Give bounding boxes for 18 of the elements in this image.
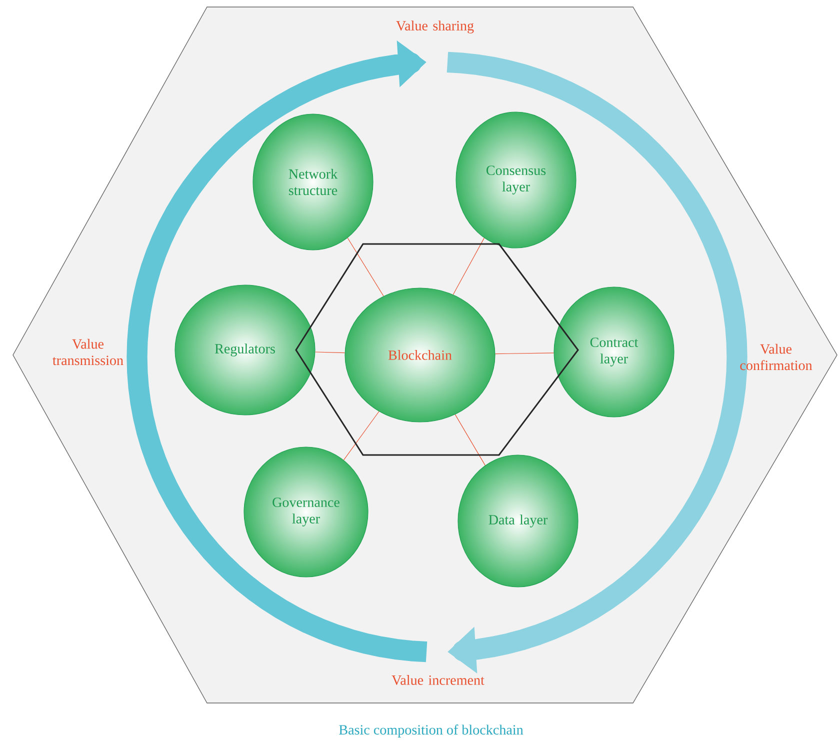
connector-line (454, 414, 486, 466)
oval-node: Blockchain (344, 288, 496, 422)
connector-line (343, 411, 380, 460)
value-label: Value transmission (52, 338, 124, 366)
connector-line (452, 238, 484, 295)
oval-node: Regulators (174, 284, 316, 416)
oval-node: Consensus layer (456, 112, 576, 248)
oval-node: Governance layer (244, 446, 368, 578)
value-label: Value confirmation (740, 344, 812, 370)
connector-line (494, 352, 554, 354)
oval-node: Contract layer (554, 286, 674, 418)
oval-node: Data layer (458, 454, 578, 588)
connector-line (347, 238, 384, 296)
value-label: Value increment (392, 675, 484, 685)
connector-line (314, 352, 346, 354)
caption: Basic composition of blockchain (339, 724, 524, 738)
oval-node: Network structure (252, 114, 374, 250)
value-label: Value sharing (396, 20, 474, 34)
